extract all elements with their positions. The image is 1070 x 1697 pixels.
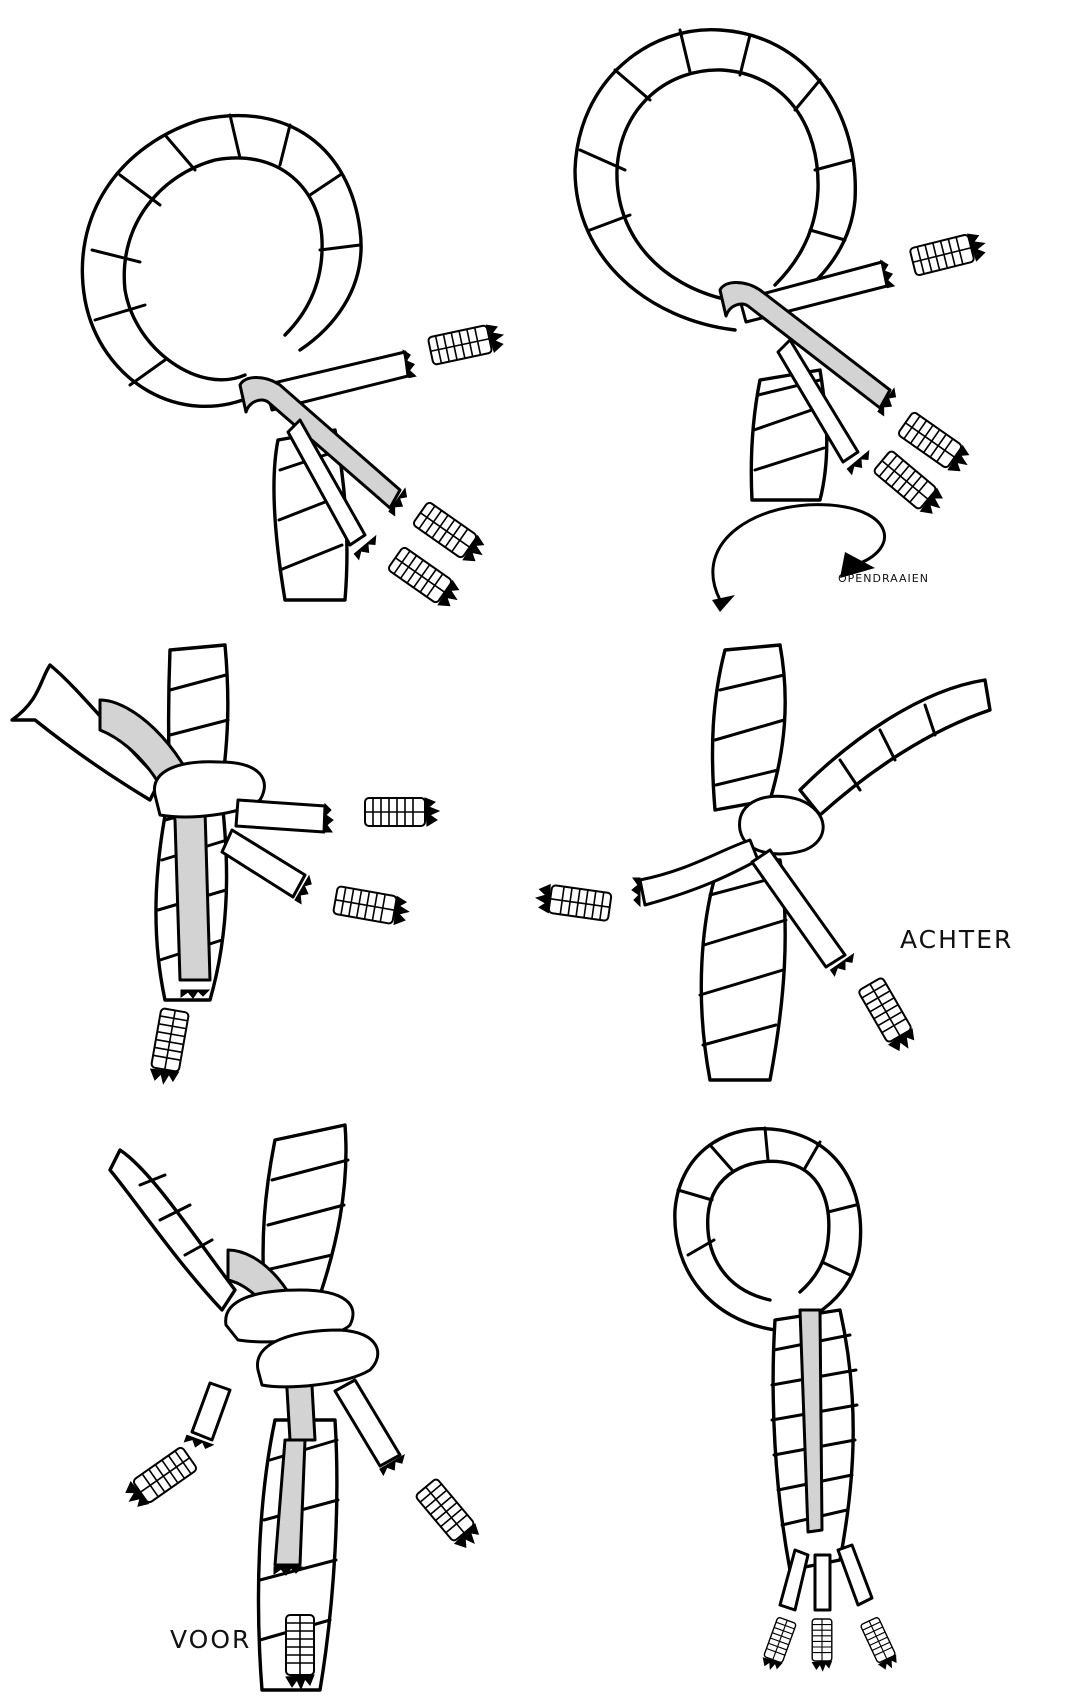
step-5-panel <box>110 1125 484 1690</box>
opendraaien-label: OPENDRAAIEN <box>838 572 929 585</box>
rope-upper <box>712 645 785 810</box>
whipped-end-6a <box>760 1617 796 1672</box>
achter-label: ACHTER <box>900 925 1013 954</box>
whipped-end-1c <box>387 546 464 611</box>
whipped-end-6c <box>860 1617 900 1672</box>
whipped-end-5b <box>286 1615 314 1689</box>
strand-white-right <box>335 1380 400 1466</box>
rope-unlaid-left <box>110 1150 235 1310</box>
whipped-end-2a <box>910 231 989 276</box>
whipped-end-5a <box>121 1446 198 1511</box>
whipped-end-3b <box>365 798 439 826</box>
step-3-panel <box>12 645 439 1086</box>
step-6-panel <box>675 1128 900 1672</box>
strand-end-left <box>780 1550 808 1610</box>
untwist-arrow <box>713 505 885 600</box>
strand-end-right <box>838 1545 872 1605</box>
strand-white-left <box>192 1383 230 1440</box>
strand-white-right-upper <box>236 800 325 832</box>
strand-white-right-lower <box>222 830 305 897</box>
whipped-end-4a <box>534 883 611 921</box>
whipped-end-1b <box>412 501 489 566</box>
whipped-end-6b <box>812 1619 832 1671</box>
step-4-panel <box>534 645 990 1080</box>
voor-label: VOOR <box>170 1625 251 1654</box>
whipped-end-4b <box>858 977 919 1055</box>
strand-end-mid <box>815 1555 830 1610</box>
rope-unlaid-right <box>800 680 990 815</box>
step-1-panel <box>82 115 506 612</box>
whipped-end-5c <box>415 1478 484 1553</box>
whipped-end-3c <box>333 886 411 926</box>
whipped-end-3a <box>149 1008 189 1086</box>
step-2-panel <box>575 30 988 612</box>
whipped-end-1a <box>428 322 506 365</box>
